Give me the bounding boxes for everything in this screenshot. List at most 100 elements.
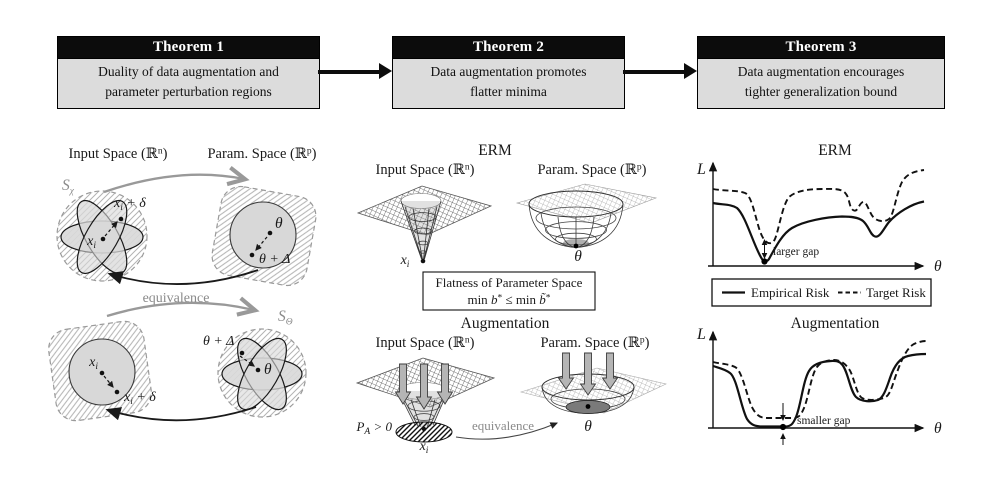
- erm-param-surface: [515, 183, 658, 249]
- augment-push-arrow: [394, 363, 412, 405]
- perturbation-arrow: [255, 236, 268, 251]
- theorem-2-desc-line1: Data augmentation promotes: [430, 64, 587, 79]
- target-risk-curve: [712, 169, 925, 245]
- gap-arrow-down-head: [780, 415, 786, 421]
- loss-axis-label-aug: L: [696, 326, 706, 343]
- augmentation-section-title: Augmentation: [461, 315, 550, 332]
- flatness-title: Flatness of Parameter Space: [436, 275, 583, 290]
- augment-push-arrow: [415, 363, 433, 410]
- theorem2-diagram: ERM Input Space (ℝn) Param. Space (ℝp) x…: [355, 142, 667, 456]
- theorem-2-title: Theorem 2: [393, 37, 624, 59]
- x-i-label-top: xi: [86, 234, 96, 251]
- mapping-arrow-forward-bottom: [106, 296, 260, 318]
- risk-legend: Empirical Risk Target Risk: [711, 278, 932, 307]
- minimum-point: [421, 426, 427, 432]
- theorem1-diagram: Input Space (ℝn) Param. Space (ℝp) Sχ xi…: [48, 146, 317, 422]
- flow-arrow-2-shaft: [623, 69, 684, 74]
- erm-loss-plot: L θ larger gap: [696, 161, 942, 275]
- legend-empirical-label: Empirical Risk: [751, 285, 830, 300]
- minimum-point: [585, 404, 591, 409]
- x-i-plus-delta-label-bottom: xi + δ: [123, 390, 156, 407]
- erm-section-title: ERM: [478, 142, 512, 159]
- theorem-1-desc-line1: Duality of data augmentation and: [98, 64, 279, 79]
- theorem-2-box: Theorem 2 Data augmentation promotes fla…: [392, 36, 625, 109]
- mapping-arrow-back-top: [107, 269, 259, 285]
- input-space-label-aug: Input Space (ℝn): [376, 335, 475, 351]
- flow-arrow-1-head: [379, 63, 392, 79]
- erm-plot-title: ERM: [818, 142, 852, 159]
- smaller-gap-label: smaller gap: [797, 415, 851, 427]
- x-i-label-bottom: xi: [88, 355, 98, 372]
- x-i-label-erm: xi: [400, 253, 410, 270]
- equivalence-arrow: [455, 422, 559, 440]
- legend-target-label: Target Risk: [866, 285, 926, 300]
- augment-push-arrow: [601, 352, 619, 390]
- perturbation-arrow: [239, 355, 255, 367]
- augmentation-support-ellipse: [395, 421, 453, 443]
- flow-arrow-2: [623, 63, 697, 80]
- flatness-statement-box: Flatness of Parameter Space min b* ≤ min…: [422, 271, 596, 311]
- perturbation-arrow: [103, 375, 114, 388]
- theorem-1-desc-line2: parameter perturbation regions: [105, 84, 272, 100]
- aug-input-surface: [355, 357, 496, 443]
- empirical-risk-curve: [712, 352, 927, 428]
- theorem-2-desc: Data augmentation promotes flatter minim…: [393, 59, 624, 108]
- param-space-label-top: Param. Space (ℝp): [207, 146, 316, 162]
- erm-input-surface: [356, 185, 493, 264]
- s-theta-region-label: SΘ: [278, 308, 293, 328]
- theorem3-diagram: ERM L θ larger gap Empirical Risk Target…: [696, 142, 942, 445]
- input-space-label-top: Input Space (ℝn): [69, 146, 168, 162]
- param-perturbation-region-top: [211, 185, 317, 287]
- theta-label-erm: θ: [574, 248, 582, 265]
- theta-plus-delta-label-bottom: θ + Δ: [203, 334, 234, 349]
- flow-arrow-1-shaft: [318, 69, 379, 74]
- input-perturbation-region-bottom: [48, 320, 152, 422]
- flatness-inequality: min b* ≤ min b̃*: [467, 292, 550, 307]
- augmentation-plot-title: Augmentation: [791, 315, 880, 332]
- theorem-3-title: Theorem 3: [698, 37, 944, 59]
- param-space-label-erm: Param. Space (ℝp): [537, 162, 646, 178]
- mapping-arrow-back-bottom: [105, 406, 257, 422]
- input-perturbation-region-top: [56, 190, 148, 282]
- equivalence-label-aug: equivalence: [472, 418, 534, 433]
- pa-positive-label: PA > 0: [355, 419, 392, 437]
- target-risk-curve: [712, 340, 927, 419]
- input-space-label-erm: Input Space (ℝn): [376, 162, 475, 178]
- theta-axis-label-erm: θ: [934, 258, 942, 275]
- theorem-3-desc: Data augmentation encourages tighter gen…: [698, 59, 944, 108]
- theta-label-bottom: θ: [264, 361, 272, 378]
- theta-axis-label-aug: θ: [934, 420, 942, 437]
- theta-label-aug: θ: [584, 418, 592, 435]
- param-space-label-aug: Param. Space (ℝp): [540, 335, 649, 351]
- minimum-point: [573, 243, 579, 249]
- gap-arrow-up-head: [780, 433, 786, 439]
- theorem-2-desc-line2: flatter minima: [470, 84, 547, 100]
- theta-label-top: θ: [275, 215, 283, 232]
- x-i-label-aug: xi: [419, 439, 429, 456]
- loss-axis-label-erm: L: [696, 161, 706, 178]
- theorem-1-box: Theorem 1 Duality of data augmentation a…: [57, 36, 320, 109]
- theta-plus-delta-label-top: θ + Δ: [259, 252, 290, 267]
- augment-push-arrow: [557, 352, 575, 390]
- augment-push-arrow: [436, 363, 454, 405]
- erm-minimum-point: [761, 258, 768, 265]
- theorem-3-desc-line1: Data augmentation encourages: [737, 64, 905, 79]
- empirical-risk-curve: [712, 200, 925, 263]
- gap-arrow-heads: [761, 239, 768, 259]
- augmentation-loss-plot: L θ smaller gap: [696, 326, 942, 445]
- flow-arrow-1: [318, 63, 392, 80]
- aug-minimum-point: [779, 423, 787, 431]
- theorem-3-box: Theorem 3 Data augmentation encourages t…: [697, 36, 945, 109]
- flow-arrow-2-head: [684, 63, 697, 79]
- augment-push-arrow: [579, 352, 597, 396]
- theorem-1-title: Theorem 1: [58, 37, 319, 59]
- theorem-1-desc: Duality of data augmentation and paramet…: [58, 59, 319, 108]
- s-x-region-label: Sχ: [62, 177, 75, 197]
- x-i-plus-delta-label-top: xi + δ: [113, 196, 146, 213]
- minimum-point: [420, 258, 426, 264]
- mapping-arrow-forward-top: [103, 166, 250, 194]
- larger-gap-label: larger gap: [773, 246, 819, 258]
- aug-param-surface: [519, 352, 667, 414]
- theorem-3-desc-line2: tighter generalization bound: [744, 84, 898, 100]
